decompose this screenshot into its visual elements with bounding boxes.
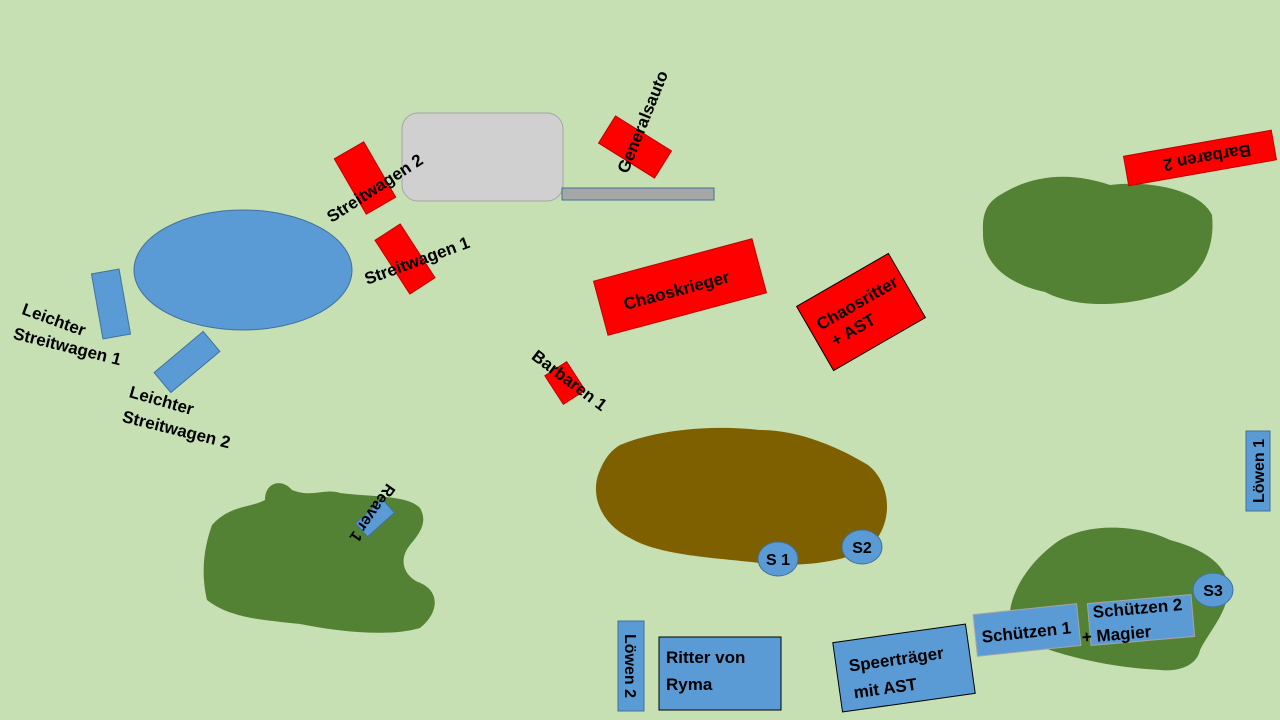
friendly-loewen-2 [617, 620, 645, 712]
building [401, 112, 564, 202]
friendly-ritter-label-line2: Ryma [666, 675, 713, 694]
lake [133, 209, 353, 331]
friendly-leichter-streitwagen-1 [90, 268, 132, 340]
mud-area [595, 427, 888, 565]
scout-marker-s2-label: S2 [852, 540, 872, 557]
scout-marker-s1-label: S 1 [766, 552, 790, 569]
enemy-chaoskrieger [592, 238, 768, 336]
enemy-barbaren-1 [544, 360, 586, 406]
friendly-reaver-1 [354, 498, 396, 538]
scout-marker-s3-label: S3 [1203, 583, 1223, 600]
wall [561, 187, 715, 201]
enemy-chaosritter [795, 252, 927, 372]
friendly-speertraeger [832, 623, 976, 713]
friendly-loewen-1-label: Löwen 1 [1251, 439, 1268, 503]
friendly-leichter-streitwagen-2 [153, 330, 221, 394]
enemy-generalsauto [597, 115, 673, 179]
enemy-streitwagen-1 [374, 223, 436, 295]
friendly-loewen-2-label: Löwen 2 [621, 634, 638, 698]
scout-marker-s2 [841, 529, 883, 565]
enemy-barbaren-2 [1122, 129, 1278, 187]
friendly-ritter-von-ryma [658, 636, 782, 711]
friendly-loewen-1 [1245, 430, 1271, 512]
forest-top-right [982, 176, 1213, 305]
scout-marker-s1 [757, 541, 799, 577]
enemy-streitwagen-2 [333, 141, 397, 215]
friendly-schuetzen-2 [1086, 594, 1196, 646]
friendly-ritter-label-line1: Ritter von [666, 648, 745, 667]
friendly-schuetzen-1 [972, 603, 1082, 657]
scout-marker-s3 [1192, 572, 1234, 608]
